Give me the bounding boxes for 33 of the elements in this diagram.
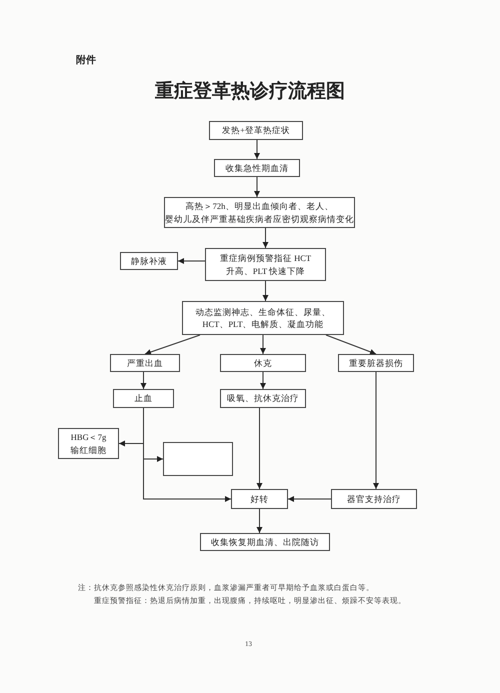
- process-box: 动态监测神志、生命体征、尿量、HCT、PLT、电解质、凝血功能: [182, 301, 344, 335]
- process-box: 吸氧、抗休克治疗: [220, 389, 306, 408]
- arrow: [326, 334, 376, 355]
- process-box: 重要脏器损伤: [338, 354, 414, 372]
- arrow: [178, 258, 206, 264]
- arrow: [256, 408, 262, 490]
- process-box: 休克: [220, 354, 306, 372]
- arrow: [256, 508, 262, 534]
- process-box: 重症病例预警指征 HCT 升高、PLT 快速下降: [205, 248, 326, 281]
- title: 重症登革热诊疗流程图: [154, 80, 346, 104]
- process-box: 收集急性期血清: [214, 159, 300, 177]
- arrow: [260, 334, 266, 354]
- process-box: 发热+登革热症状: [209, 121, 303, 140]
- process-box: 静脉补液: [120, 252, 178, 270]
- arrow: [262, 228, 268, 248]
- arrow: [254, 140, 260, 160]
- arrow: [254, 176, 260, 198]
- process-box: 收集恢复期血清、出院随访: [200, 533, 330, 551]
- process-box: 严重出血: [110, 354, 180, 372]
- process-box: 止血: [113, 389, 174, 408]
- process-box: 器官支持治疗: [331, 489, 417, 509]
- arrow: [140, 372, 146, 390]
- arrow: [262, 280, 268, 302]
- attachment-label: 附件: [76, 54, 96, 67]
- process-box: HBG＜7g 输红细胞: [58, 428, 119, 459]
- arrow: [260, 372, 266, 390]
- arrow: [144, 334, 200, 355]
- empty-box: [163, 442, 233, 476]
- arrow: [373, 372, 379, 490]
- arrow: [143, 408, 232, 502]
- process-box: 高热＞72h、明显出血倾向者、老人、婴幼儿及伴严重基础疾病者应密切观察病情变化: [164, 197, 355, 228]
- arrow: [288, 496, 332, 502]
- process-box: 好转: [231, 489, 288, 509]
